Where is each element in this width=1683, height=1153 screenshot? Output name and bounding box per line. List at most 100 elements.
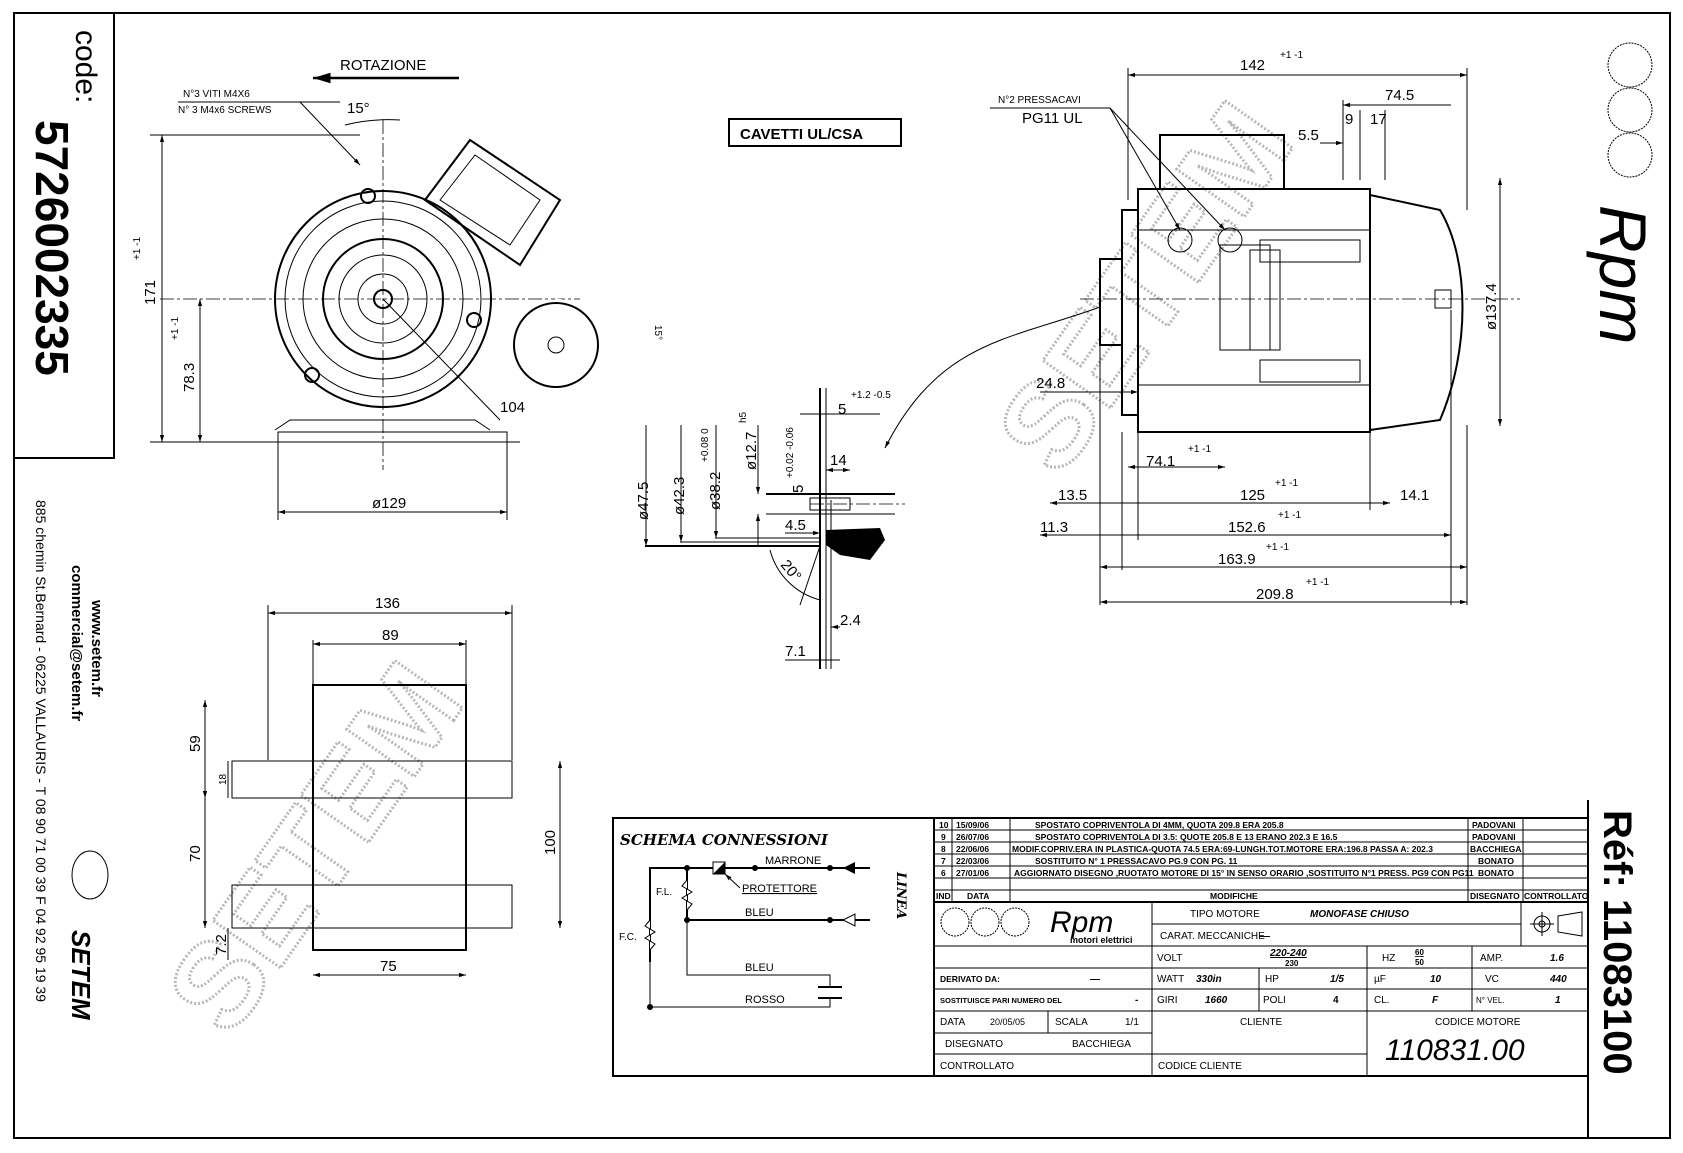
dim-5: 5 bbox=[838, 401, 846, 418]
address: 885 chemin St.Bernard - 06225 VALLAURIS … bbox=[33, 500, 49, 1002]
diameter-129: ø129 bbox=[372, 495, 406, 512]
dia-137-4: ø137.4 bbox=[1483, 283, 1500, 330]
dim-13-5: 13.5 bbox=[1058, 487, 1087, 504]
dim-74-5: 74.5 bbox=[1385, 87, 1414, 104]
volt-value-2: 230 bbox=[1285, 959, 1299, 968]
uf-label: µF bbox=[1374, 974, 1386, 985]
dia-38-2-tol: +0.08 0 bbox=[700, 428, 711, 462]
svg-text:22/03/06: 22/03/06 bbox=[956, 856, 989, 866]
svg-text:MODIF.COPRIV.ERA IN PLASTICA-Q: MODIF.COPRIV.ERA IN PLASTICA-QUOTA 74.5 … bbox=[1012, 844, 1433, 854]
sostituisce-label: SOSTITUISCE PARI NUMERO DEL bbox=[940, 996, 1062, 1005]
wire-bleu-1: BLEU bbox=[745, 907, 774, 919]
svg-text:10: 10 bbox=[939, 820, 949, 830]
dim-209-8-tol: +1 -1 bbox=[1306, 577, 1330, 588]
front-view: ROTAZIONE N°3 VITI M4X6 N° 3 M4x6 SCREWS… bbox=[132, 57, 663, 520]
width-89: 89 bbox=[382, 627, 399, 644]
angle-15-side: 15° bbox=[652, 325, 663, 340]
rpm-logo-side: Rpm bbox=[1586, 42, 1660, 344]
rpm-logo-block: Rpm motori elettrici bbox=[940, 906, 1133, 945]
dim-209-8: 209.8 bbox=[1256, 586, 1294, 603]
dim-74-1: 74.1 bbox=[1146, 453, 1175, 470]
svg-text:IND: IND bbox=[936, 891, 951, 901]
sidebar: code: 5726002335 www.setem.fr commercial… bbox=[13, 12, 115, 1021]
width-75: 75 bbox=[380, 958, 397, 975]
wire-bleu-2: BLEU bbox=[745, 962, 774, 974]
scala-value: 1/1 bbox=[1125, 1017, 1139, 1028]
pulley-side bbox=[1099, 258, 1123, 346]
width-136: 136 bbox=[375, 595, 400, 612]
screw-hole-2 bbox=[304, 367, 320, 383]
side-view: N°2 PRESSACAVI PG11 UL 142 +1 -1 74.5 9 … bbox=[990, 50, 1520, 605]
angle-15-top: 15° bbox=[347, 100, 370, 117]
svg-text:9: 9 bbox=[941, 832, 946, 842]
dia-12-7: ø12.7 bbox=[743, 432, 760, 470]
svg-text:DISEGNATO: DISEGNATO bbox=[1470, 891, 1520, 901]
amp-value: 1.6 bbox=[1550, 953, 1564, 964]
motor-body-bottom bbox=[312, 684, 467, 951]
hp-value: 1/5 bbox=[1330, 974, 1344, 985]
dim-24-8: 24.8 bbox=[1036, 375, 1065, 392]
projection-symbol bbox=[1530, 911, 1583, 937]
dim-152-6-tol: +1 -1 bbox=[1278, 510, 1302, 521]
setem-logo: SETEM bbox=[66, 850, 109, 1021]
dim-7-2: 7.2 bbox=[213, 934, 230, 955]
dim-59: 59 bbox=[187, 735, 204, 752]
dia-42-3: ø42.3 bbox=[671, 477, 688, 515]
carat-value: — bbox=[1260, 931, 1270, 942]
hp-label: HP bbox=[1265, 974, 1279, 985]
dia-38-2: ø38.2 bbox=[707, 472, 724, 510]
dim-125: 125 bbox=[1240, 487, 1265, 504]
mount-base bbox=[277, 431, 508, 443]
angle-20: 20° bbox=[777, 557, 805, 585]
winding-fc: F.C. bbox=[619, 932, 637, 943]
svg-text:AGGIORNATO DISEGNO ,RUOTATO MO: AGGIORNATO DISEGNO ,RUOTATO MOTORE DI 15… bbox=[1014, 868, 1474, 878]
dim-17: 17 bbox=[1370, 111, 1387, 128]
giri-value: 1660 bbox=[1205, 995, 1228, 1006]
glands-type: PG11 UL bbox=[1022, 110, 1083, 127]
hz-value-2: 50 bbox=[1415, 958, 1424, 967]
svg-text:6: 6 bbox=[941, 868, 946, 878]
wiring-diagram: SCHEMA CONNESSIONI MARRONE PROTETTORE BL… bbox=[612, 817, 935, 1077]
terminal-box bbox=[423, 138, 562, 267]
scala-label: SCALA bbox=[1055, 1017, 1088, 1028]
cliente-label: CLIENTE bbox=[1240, 1017, 1283, 1028]
dim-5-5: 5.5 bbox=[1298, 127, 1319, 144]
email: commercial@setem.fr bbox=[68, 565, 85, 722]
dim-125-tol: +1 -1 bbox=[1275, 478, 1299, 489]
detail-leader bbox=[884, 306, 1101, 449]
derivato-label: DERIVATO DA: bbox=[940, 974, 1000, 984]
logo-rpm: Rpm bbox=[1050, 906, 1113, 939]
svg-text:SPOSTATO COPRIVENTOLA DI 4MM,: SPOSTATO COPRIVENTOLA DI 4MM, QUOTA 209.… bbox=[1035, 820, 1284, 830]
dim-5-tol: +1.2 -0.5 bbox=[851, 390, 891, 401]
svg-text:BACCHIEGA: BACCHIEGA bbox=[1470, 844, 1521, 854]
screws-label-en: N° 3 M4x6 SCREWS bbox=[178, 105, 272, 116]
controllato-label: CONTROLLATO bbox=[940, 1061, 1014, 1072]
svg-text:22/06/06: 22/06/06 bbox=[956, 844, 989, 854]
height-tolerance: +1 -1 bbox=[132, 236, 143, 260]
dim-163-9-tol: +1 -1 bbox=[1266, 542, 1290, 553]
svg-text:BONATO: BONATO bbox=[1478, 856, 1514, 866]
tipo-motore-label: TIPO MOTORE bbox=[1190, 909, 1260, 920]
length-142-tol: +1 -1 bbox=[1280, 50, 1304, 61]
dim-11-3: 11.3 bbox=[1040, 519, 1068, 536]
svg-text:CONTROLLATO: CONTROLLATO bbox=[1524, 891, 1589, 901]
dim-9: 9 bbox=[1345, 111, 1353, 128]
key-5-tol: +0.02 -0.06 bbox=[785, 427, 796, 478]
hz-value: 60 bbox=[1415, 948, 1424, 957]
vc-label: VC bbox=[1485, 974, 1499, 985]
watt-label: WATT bbox=[1157, 974, 1184, 985]
axis-height: 78.3 bbox=[181, 363, 198, 392]
setem-logo-mark bbox=[71, 850, 109, 900]
code-value: 5726002335 bbox=[26, 120, 78, 376]
volt-label: VOLT bbox=[1157, 953, 1182, 964]
dim-2-4: 2.4 bbox=[840, 612, 861, 629]
disegnato-value: BACCHIEGA bbox=[1072, 1039, 1131, 1050]
wire-rosso: ROSSO bbox=[745, 994, 785, 1006]
codice-motore-label: CODICE MOTORE bbox=[1435, 1017, 1521, 1028]
schema-title: SCHEMA CONNESSIONI bbox=[620, 831, 829, 849]
nvel-value: 1 bbox=[1555, 995, 1561, 1006]
